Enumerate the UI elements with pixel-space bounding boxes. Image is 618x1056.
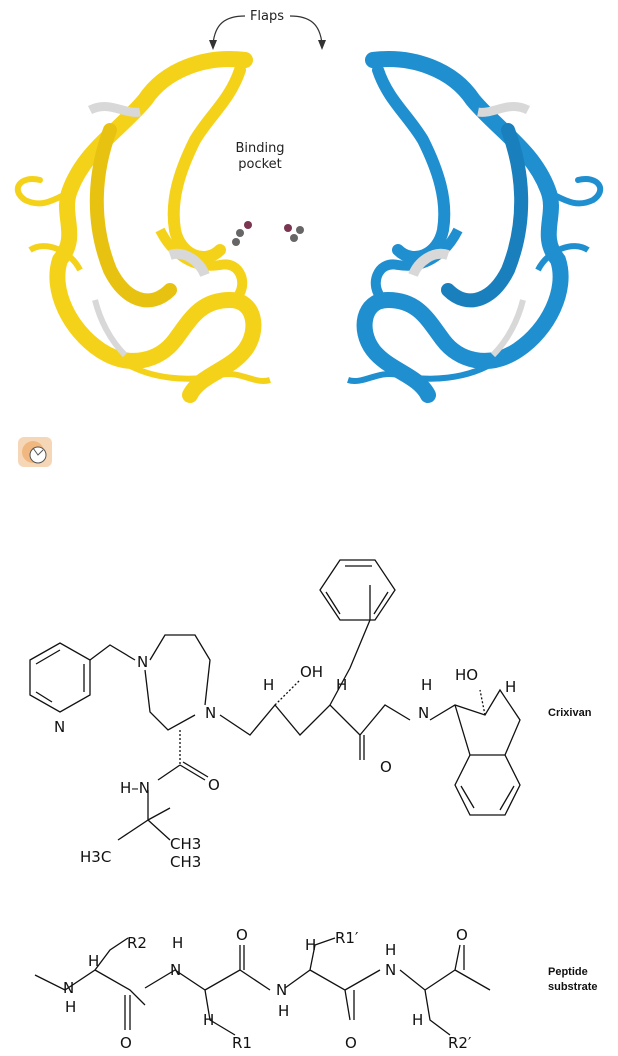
peptide-r1: R1 [232,1034,252,1052]
crixivan-ho: HO [455,666,478,684]
peptide-o4: O [456,926,468,944]
crixivan-piperazine-n2: N [205,704,216,722]
peptide-o1: O [120,1034,132,1052]
peptide-n3: N [276,981,287,999]
peptide-h-c: H [203,1011,214,1029]
crixivan-h-indane: H [505,678,516,696]
peptide-h-a: H [88,952,99,970]
peptide-h-d: H [305,936,316,954]
3d-molecule-hand-icon[interactable] [18,437,52,467]
crixivan-h2: H [336,676,347,694]
crixivan-amide-o: O [208,776,220,794]
peptide-r2: R2 [127,934,147,952]
crixivan-structure [30,560,520,840]
peptide-r2p: R2′ [448,1034,472,1052]
crixivan-nh-h: H [421,676,432,694]
peptide-n4: N [385,961,396,979]
peptide-n3-h: H [278,1002,289,1020]
peptide-name-line2: substrate [548,981,598,993]
peptide-n1-h: H [65,998,76,1016]
peptide-h-b: H [172,934,183,952]
peptide-h-e: H [385,941,396,959]
binding-pocket-label-line2: pocket [238,157,282,172]
hiv-protease-ribbon [18,59,600,395]
crixivan-oh: OH [300,663,323,681]
flap-arrow-right [318,40,326,50]
flap-arrow-left [209,40,217,50]
crixivan-ch3-b: CH3 [170,853,201,871]
crixivan-amide-nh: H–N [120,779,150,797]
chain-b-ribbon [348,59,600,395]
peptide-o2: O [236,926,248,944]
peptide-n1: N [63,979,74,997]
crixivan-o-amide2: O [380,758,392,776]
peptide-name-line1: Peptide [548,966,588,978]
crixivan-h1: H [263,676,274,694]
peptide-n2: N [170,961,181,979]
flaps-label: Flaps [250,9,284,24]
crixivan-piperazine-n1: N [137,653,148,671]
crixivan-pyridine-n: N [54,718,65,736]
peptide-h-f: H [412,1011,423,1029]
peptide-r1p: R1′ [335,929,359,947]
chain-a-ribbon [18,59,270,395]
active-site-residues [232,221,304,246]
binding-pocket-label-line1: Binding [235,141,284,156]
crixivan-n-amide2: N [418,704,429,722]
flaps-annotation: Flaps [209,9,326,50]
crixivan-ch3-a: CH3 [170,835,201,853]
peptide-o3: O [345,1034,357,1052]
crixivan-h3c: H3C [80,848,111,866]
crixivan-name-label: Crixivan [548,707,592,719]
